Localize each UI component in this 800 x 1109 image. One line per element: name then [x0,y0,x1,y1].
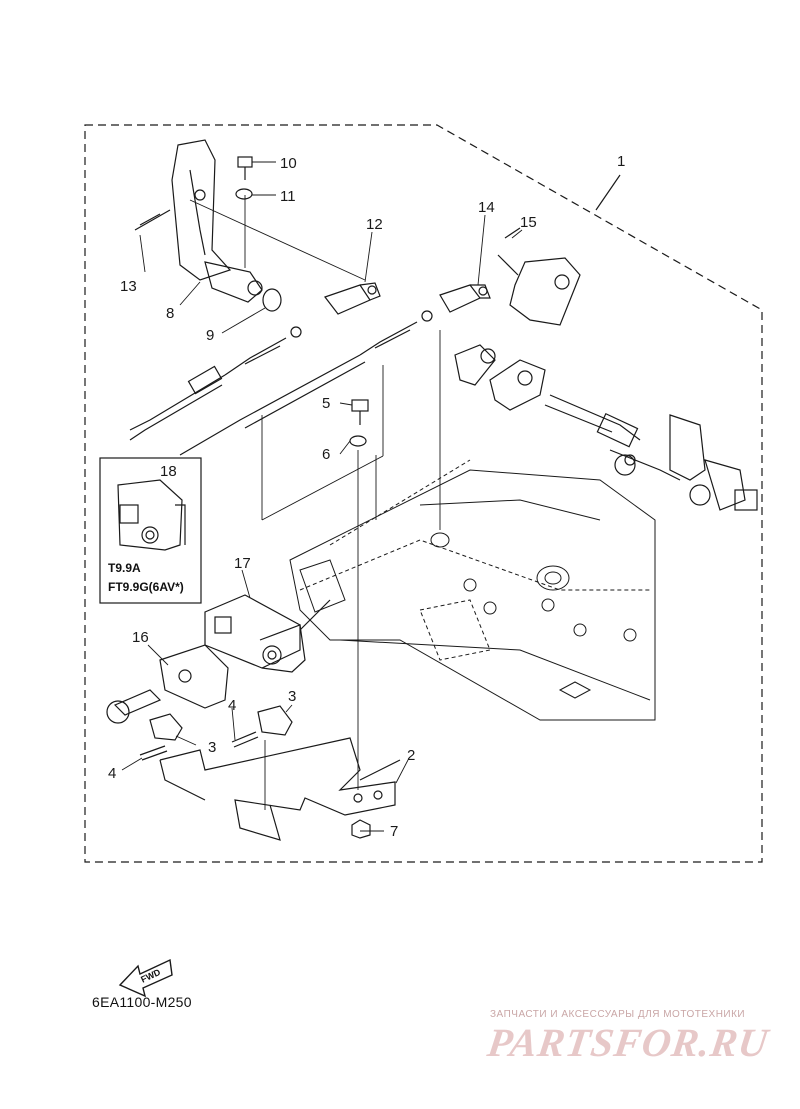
inset-number-18: 18 [160,463,177,480]
plate-2 [159,737,401,841]
callout-1: 1 [617,153,625,170]
callout-15: 15 [520,214,537,231]
callout-2: 2 [407,747,415,764]
shift-lever-bracket [497,227,581,326]
inset-part-18 [117,479,186,551]
callout-13: 13 [120,278,137,295]
callout-11: 11 [280,188,296,205]
pin-4b [231,731,259,748]
callout-4a: 4 [108,765,116,782]
callout-12: 12 [366,216,383,233]
throttle-cables [129,354,366,456]
cotter-pin-13 [134,209,171,231]
washer-6 [349,435,367,447]
callout-8: 8 [166,305,174,322]
callout-10: 10 [280,155,297,172]
callout-3a: 3 [208,739,216,756]
callout-leaders [121,161,523,832]
spacer-3a [149,713,183,741]
inset-model-line-1: T9.9A [108,561,141,575]
assembly-lines [189,195,441,810]
leader-1 [595,174,621,211]
bolt-10 [237,156,253,180]
assembly-boundary [84,124,763,863]
clevis-12 [224,282,381,376]
inset-box [99,457,202,604]
watermark-brand: PARTSFOR.RU [484,1020,772,1065]
o-ring-9 [262,288,282,312]
cam-16 [106,644,229,724]
drawing-code: 6EA1100-M250 [92,994,192,1010]
watermark-tagline: ЗАПЧАСТИ И АКСЕССУАРЫ ДЛЯ МОТОТЕХНИКИ [490,1009,746,1020]
clevis-14 [359,284,491,356]
shift-shaft-assembly [454,344,758,511]
callout-7: 7 [390,823,398,840]
fwd-arrow-icon [118,958,173,998]
inset-model-line-2: FT9.9G(6AV*) [108,580,184,594]
callout-16: 16 [132,629,149,646]
callout-9: 9 [206,327,214,344]
nut-7 [351,819,371,839]
bracket-body [289,459,656,721]
washer-11 [235,188,253,200]
callout-3b: 3 [288,688,296,705]
callout-14: 14 [478,199,495,216]
bracket-17 [204,594,331,673]
throttle-lever-8 [171,139,263,303]
fwd-label: FWD [139,967,162,985]
callout-5: 5 [322,395,330,412]
pin-4a [139,745,168,761]
callout-17: 17 [234,555,251,572]
spacer-3b [257,705,293,736]
bolt-5 [351,399,369,425]
callout-6: 6 [322,446,330,463]
callout-4b: 4 [228,697,236,714]
